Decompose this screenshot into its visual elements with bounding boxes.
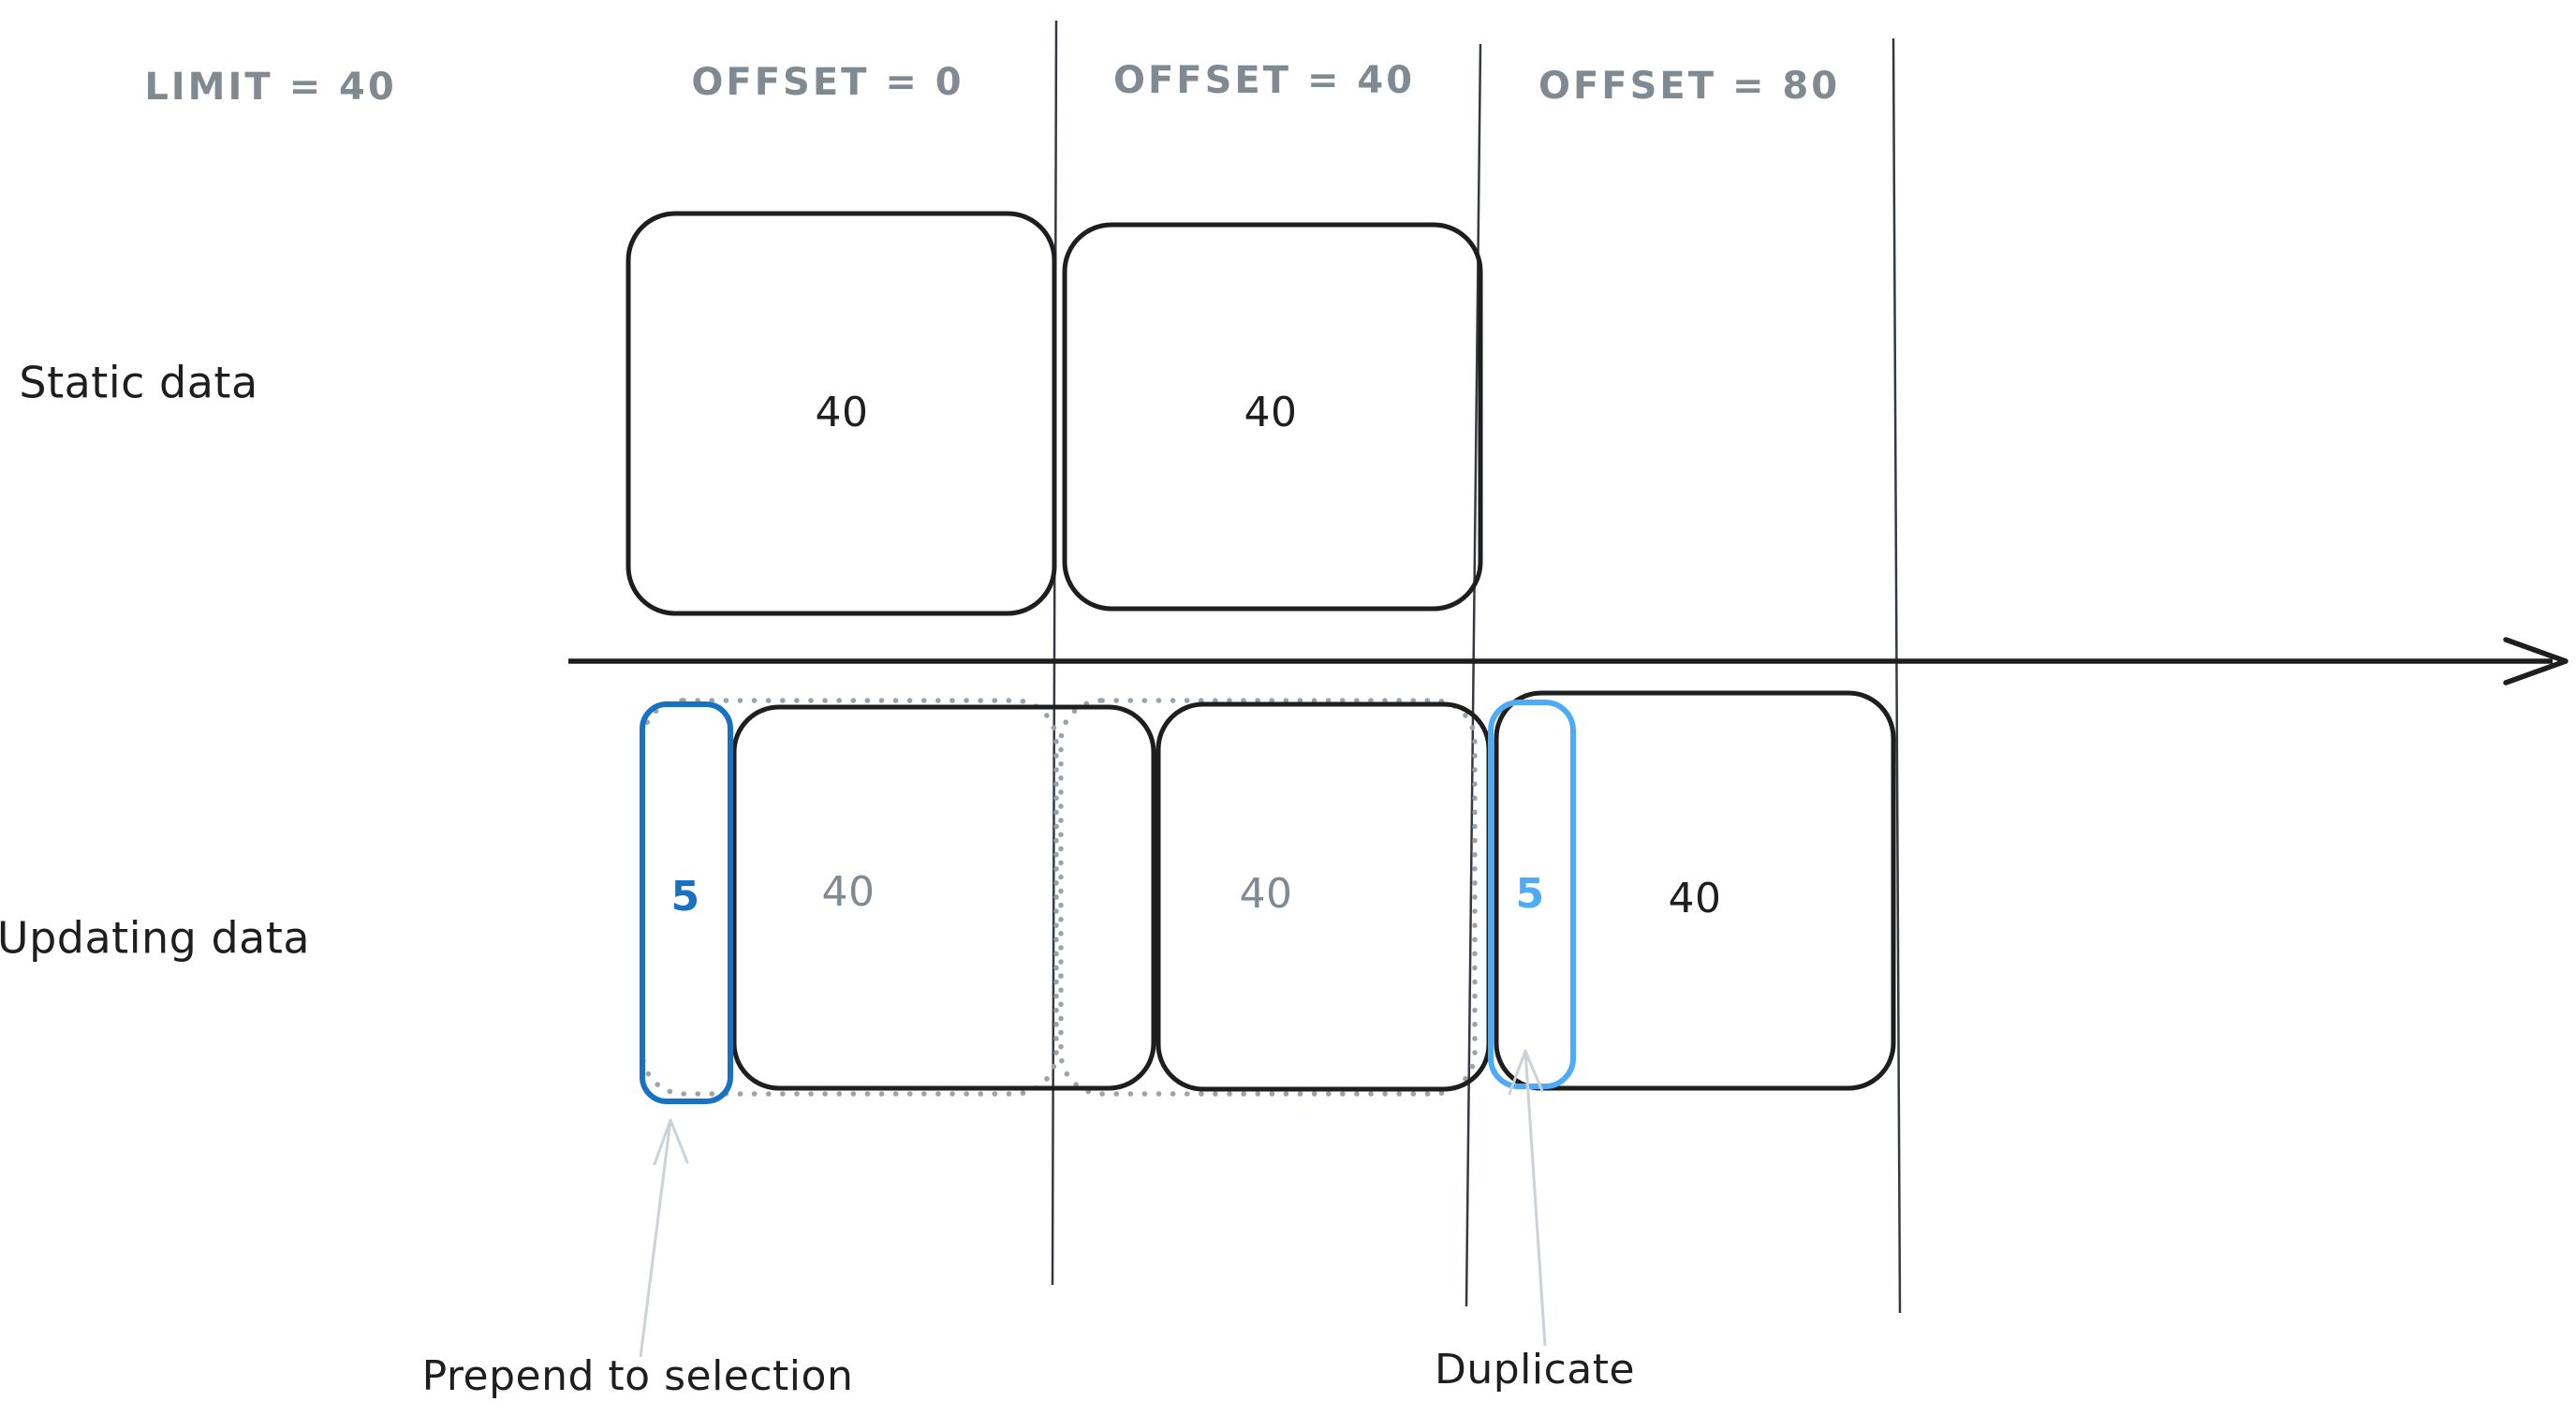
duplicated-count: 5 bbox=[1515, 869, 1545, 918]
old-window-1-count: 40 bbox=[821, 867, 876, 916]
prepend-annotation: Prepend to selection bbox=[421, 1351, 854, 1400]
updating-window-box-offset40 bbox=[1156, 701, 1492, 1092]
static-box-2-count: 40 bbox=[1244, 388, 1298, 436]
offset-label-0: OFFSET = 0 bbox=[691, 61, 964, 104]
static-row-label: Static data bbox=[19, 357, 258, 408]
prepend-arrowhead-icon bbox=[653, 1118, 689, 1166]
static-window-box-2 bbox=[1062, 222, 1483, 612]
static-window-box-1 bbox=[626, 211, 1057, 616]
old-window-2-count: 40 bbox=[1239, 869, 1293, 918]
old-window-dashed-box-1 bbox=[640, 698, 1059, 1097]
limit-label: LIMIT = 40 bbox=[144, 66, 397, 109]
duplicate-annotation: Duplicate bbox=[1434, 1345, 1636, 1394]
offset-label-40: OFFSET = 40 bbox=[1112, 59, 1416, 102]
column-divider-3 bbox=[1892, 37, 1902, 1314]
updating-window-box-offset0 bbox=[731, 704, 1156, 1091]
column-divider-2 bbox=[1465, 43, 1482, 1307]
old-window-dashed-box-2 bbox=[1058, 698, 1478, 1097]
timeline-arrowhead-icon bbox=[2503, 637, 2569, 686]
updating-row-label: Updating data bbox=[0, 912, 311, 964]
column-divider-1 bbox=[1051, 20, 1058, 1286]
duplicated-items-box bbox=[1488, 700, 1576, 1089]
prepended-count: 5 bbox=[670, 872, 700, 921]
duplicate-arrow bbox=[1524, 1050, 1547, 1347]
prepended-items-box bbox=[640, 701, 733, 1104]
duplicate-arrowhead-icon bbox=[1508, 1049, 1544, 1096]
offset-label-80: OFFSET = 80 bbox=[1538, 65, 1841, 108]
updating-window-box-offset80 bbox=[1494, 690, 1896, 1091]
prepend-arrow bbox=[639, 1119, 672, 1358]
new-window-count: 40 bbox=[1668, 874, 1722, 922]
static-box-1-count: 40 bbox=[815, 388, 869, 436]
